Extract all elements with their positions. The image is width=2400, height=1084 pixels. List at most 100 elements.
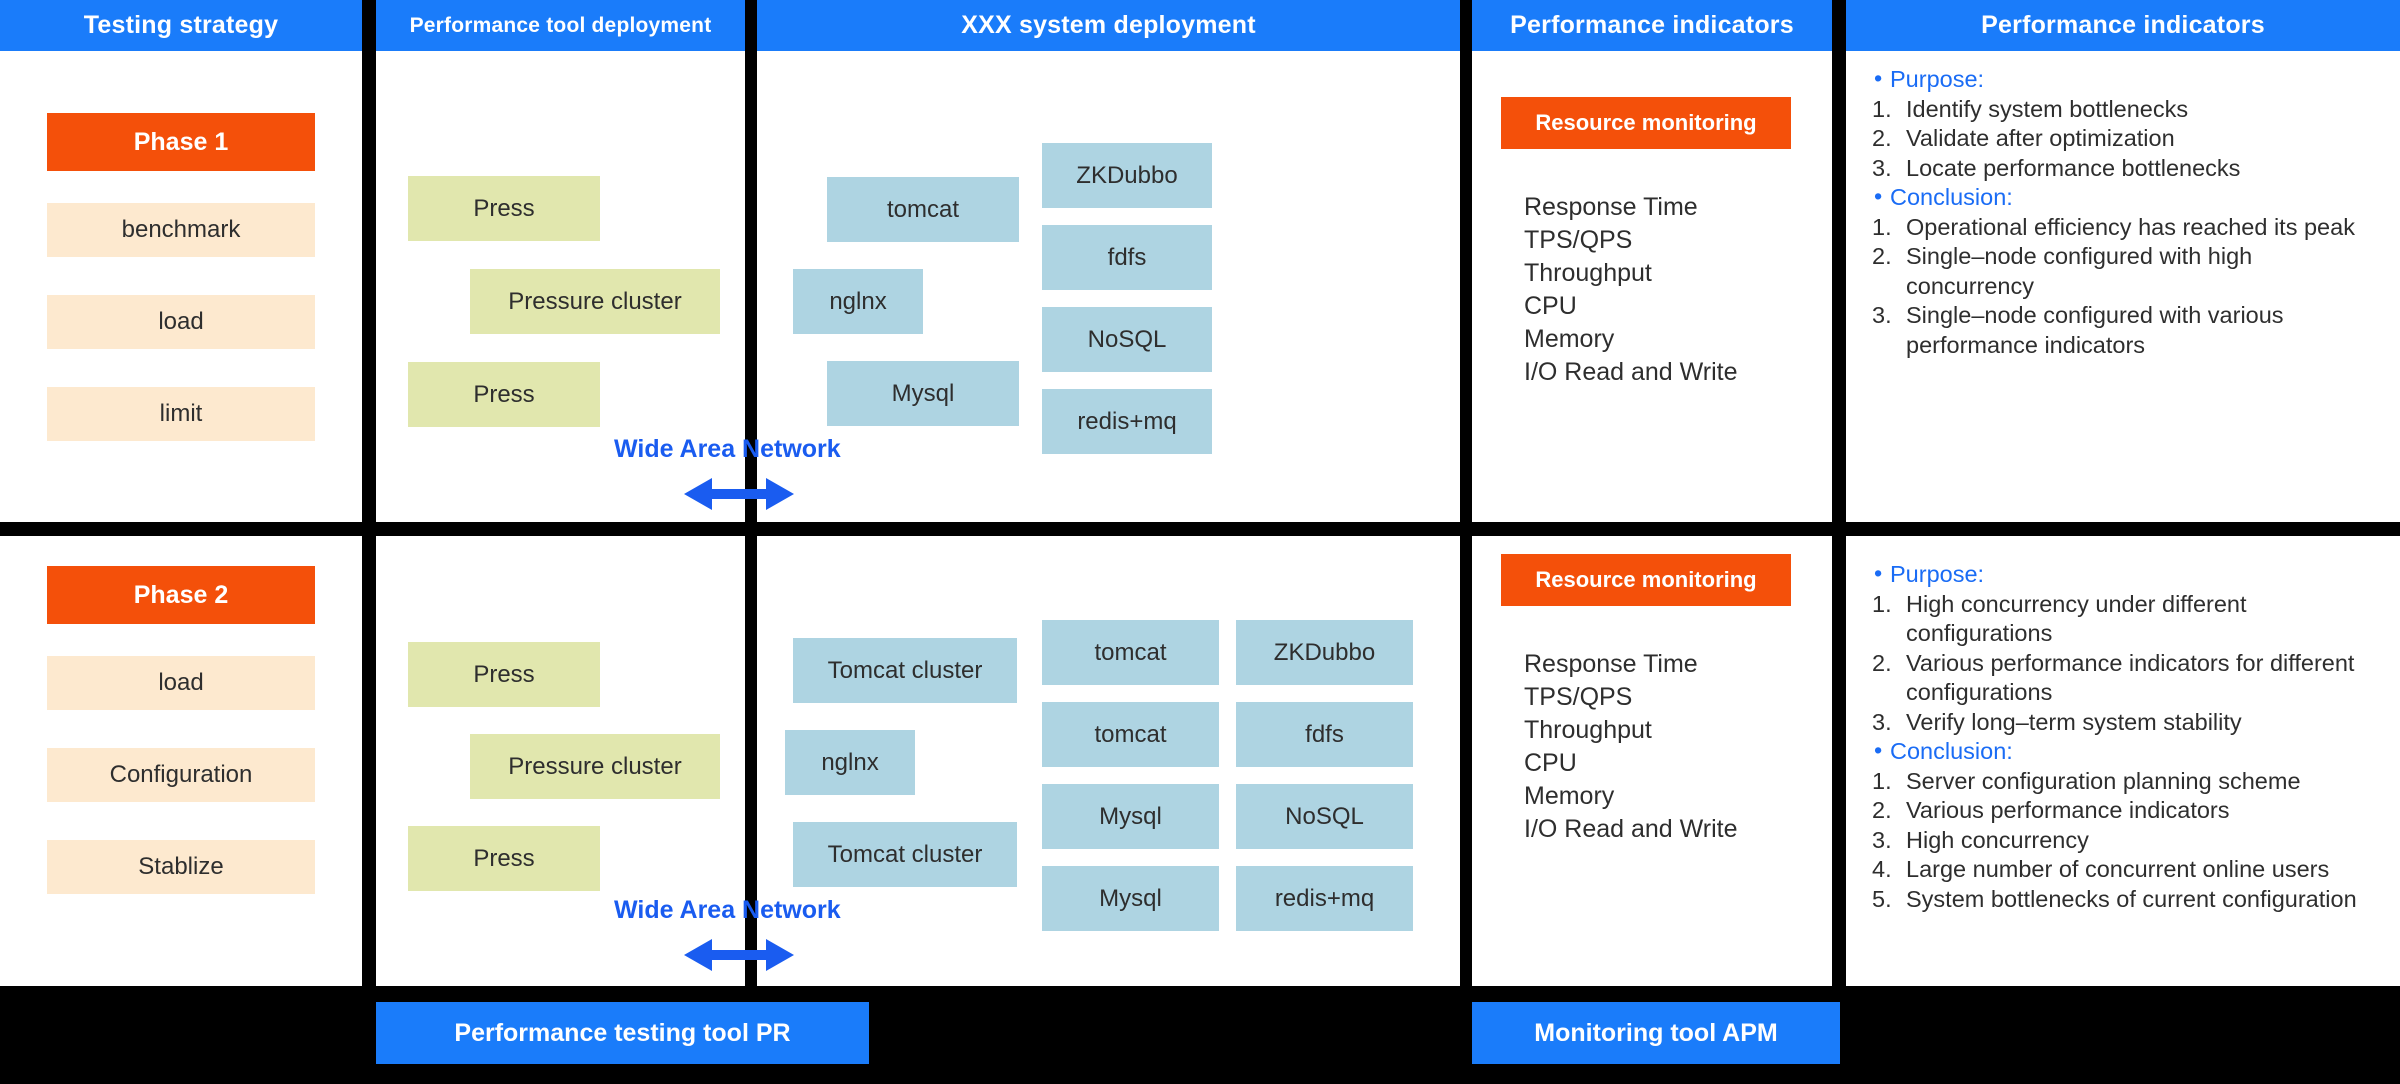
resource-monitoring-chip-2[interactable]: Resource monitoring bbox=[1501, 554, 1791, 606]
panel-indicators-phase2: Resource monitoring Response Time TPS/QP… bbox=[1472, 536, 1832, 986]
sys-box-redismq-2[interactable]: redis+mq bbox=[1236, 866, 1413, 931]
purpose-item-text: Locate performance bottlenecks bbox=[1906, 154, 2241, 181]
purpose-label: Purpose: bbox=[1872, 64, 2382, 95]
sys-box-nglnx-2[interactable]: nglnx bbox=[785, 730, 915, 795]
strategy-item-load[interactable]: load bbox=[47, 295, 315, 349]
sys-box-tomcat-2[interactable]: tomcat bbox=[1042, 620, 1219, 685]
sys-box-tomcat-1[interactable]: tomcat bbox=[827, 177, 1019, 242]
sys-box-fdfs-2[interactable]: fdfs bbox=[1236, 702, 1413, 767]
conclusion-item-text: System bottlenecks of current configurat… bbox=[1906, 885, 2357, 912]
indicator-item: TPS/QPS bbox=[1524, 683, 1633, 711]
wan-arrow-phase2 bbox=[684, 939, 794, 971]
resource-monitoring-chip-1[interactable]: Resource monitoring bbox=[1501, 97, 1791, 149]
sys-box-tomcat-3[interactable]: tomcat bbox=[1042, 702, 1219, 767]
conclusion-item-text: High concurrency bbox=[1906, 826, 2089, 853]
list-number: 1. bbox=[1872, 213, 1892, 240]
panel-header-testing-strategy: Testing strategy bbox=[0, 0, 362, 51]
sys-box-fdfs-1[interactable]: fdfs bbox=[1042, 225, 1212, 290]
panel-body-conclusions-phase1: Purpose: 1. Identify system bottlenecks 2… bbox=[1846, 51, 2400, 522]
panel-body-tool-deployment-phase1: Press Pressure cluster Press bbox=[376, 51, 745, 522]
panel-header-tool-deployment: Performance tool deployment bbox=[376, 0, 745, 51]
strategy-item-configuration[interactable]: Configuration bbox=[47, 748, 315, 802]
phase-label-2[interactable]: Phase 2 bbox=[47, 566, 315, 624]
strategy-item-limit[interactable]: limit bbox=[47, 387, 315, 441]
sys-box-tomcat-cluster-2[interactable]: Tomcat cluster bbox=[793, 822, 1017, 887]
indicator-item: Memory bbox=[1524, 782, 1615, 810]
sys-box-zkdubbo-1[interactable]: ZKDubbo bbox=[1042, 143, 1212, 208]
sys-box-nosql-2[interactable]: NoSQL bbox=[1236, 784, 1413, 849]
sys-box-nosql-1[interactable]: NoSQL bbox=[1042, 307, 1212, 372]
purpose-item-text: Validate after optimization bbox=[1906, 125, 2175, 151]
sys-box-zkdubbo-2[interactable]: ZKDubbo bbox=[1236, 620, 1413, 685]
tool-box-pressure-cluster-2[interactable]: Pressure cluster bbox=[470, 734, 720, 799]
conclusion-item: 1.Operational efficiency has reached its… bbox=[1872, 213, 2382, 243]
panel-body-indicators-phase1: Resource monitoring Response Time TPS/QP… bbox=[1472, 51, 1832, 522]
tool-box-pressure-cluster-1[interactable]: Pressure cluster bbox=[470, 269, 720, 334]
indicator-list-phase2: Response Time TPS/QPS Throughput CPU Mem… bbox=[1524, 648, 1738, 846]
indicator-item: I/O Read and Write bbox=[1524, 358, 1738, 386]
conclusion-block-phase1: Purpose: 1. Identify system bottlenecks 2… bbox=[1872, 64, 2382, 360]
sys-box-mysql-2[interactable]: Mysql bbox=[1042, 784, 1219, 849]
list-number: 4. bbox=[1872, 856, 1892, 882]
panel-body-tool-deployment-phase2: Press Pressure cluster Press bbox=[376, 536, 745, 986]
list-number: 3. bbox=[1872, 708, 1892, 735]
purpose-item: 1. High concurrency under different confi… bbox=[1872, 590, 2392, 649]
list-number: 2. bbox=[1872, 243, 1892, 269]
sys-box-redismq-1[interactable]: redis+mq bbox=[1042, 389, 1212, 454]
list-number: 2. bbox=[1872, 649, 1892, 676]
sys-box-mysql-1[interactable]: Mysql bbox=[827, 361, 1019, 426]
panel-tool-deployment-phase2: Press Pressure cluster Press bbox=[376, 536, 745, 986]
indicator-item: CPU bbox=[1524, 749, 1577, 777]
list-number: 2. bbox=[1872, 125, 1892, 151]
conclusion-item: 3.High concurrency bbox=[1872, 826, 2392, 856]
purpose-label: Purpose: bbox=[1872, 559, 2392, 590]
list-number: 3. bbox=[1872, 154, 1892, 181]
strategy-item-stablize[interactable]: Stablize bbox=[47, 840, 315, 894]
footer-chip-testing-tool-pr[interactable]: Performance testing tool PR bbox=[376, 1002, 869, 1064]
indicator-item: I/O Read and Write bbox=[1524, 815, 1738, 843]
conclusion-block-phase2: Purpose: 1. High concurrency under differ… bbox=[1872, 559, 2392, 914]
tool-box-press-2[interactable]: Press bbox=[408, 362, 600, 427]
panel-header-indicators: Performance indicators bbox=[1472, 0, 1832, 51]
list-number: 1. bbox=[1872, 767, 1892, 794]
tool-box-press-4[interactable]: Press bbox=[408, 826, 600, 891]
list-number: 1. bbox=[1872, 590, 1892, 617]
purpose-item-text: Identify system bottlenecks bbox=[1906, 95, 2189, 122]
tool-box-press-1[interactable]: Press bbox=[408, 176, 600, 241]
conclusion-label: Conclusion: bbox=[1872, 736, 2392, 767]
conclusion-item-text: Single–node configured with various perf… bbox=[1906, 302, 2284, 358]
wan-arrow-phase1 bbox=[684, 478, 794, 510]
indicator-item: Throughput bbox=[1524, 259, 1652, 287]
indicator-item: CPU bbox=[1524, 292, 1577, 320]
list-number: 3. bbox=[1872, 302, 1892, 328]
purpose-item-text: Verify long–term system stability bbox=[1906, 708, 2242, 735]
wan-label-phase1: Wide Area Network bbox=[614, 435, 841, 463]
indicator-item: Response Time bbox=[1524, 650, 1698, 678]
footer-chip-monitoring-tool-apm[interactable]: Monitoring tool APM bbox=[1472, 1002, 1840, 1064]
sys-box-nglnx-1[interactable]: nglnx bbox=[793, 269, 923, 334]
list-number: 1. bbox=[1872, 95, 1892, 122]
phase-label-1[interactable]: Phase 1 bbox=[47, 113, 315, 171]
panel-conclusions-phase1: Performance indicators Purpose: 1. Identi… bbox=[1846, 0, 2400, 522]
panel-header-conclusions: Performance indicators bbox=[1846, 0, 2400, 51]
indicator-list-phase1: Response Time TPS/QPS Throughput CPU Mem… bbox=[1524, 191, 1738, 389]
panel-system-deployment-phase1: XXX system deployment tomcat nglnx Mysql… bbox=[757, 0, 1460, 522]
panel-testing-strategy-phase2: Phase 2 load Configuration Stablize bbox=[0, 536, 362, 986]
sys-box-tomcat-cluster-1[interactable]: Tomcat cluster bbox=[793, 638, 1017, 703]
list-number: 5. bbox=[1872, 885, 1892, 912]
tool-box-press-3[interactable]: Press bbox=[408, 642, 600, 707]
purpose-item: 3. Verify long–term system stability bbox=[1872, 708, 2392, 738]
sys-box-mysql-3[interactable]: Mysql bbox=[1042, 866, 1219, 931]
panel-body-system-deployment-phase1: tomcat nglnx Mysql ZKDubbo fdfs NoSQL re… bbox=[757, 51, 1460, 522]
purpose-item-text: High concurrency under different configu… bbox=[1906, 590, 2247, 647]
panel-conclusions-phase2: Purpose: 1. High concurrency under differ… bbox=[1846, 536, 2400, 986]
strategy-item-load-2[interactable]: load bbox=[47, 656, 315, 710]
panel-testing-strategy-phase1: Testing strategy Phase 1 benchmark load … bbox=[0, 0, 362, 522]
panel-tool-deployment-phase1: Performance tool deployment Press Pressu… bbox=[376, 0, 745, 522]
panel-body-conclusions-phase2: Purpose: 1. High concurrency under differ… bbox=[1846, 536, 2400, 986]
panel-body-system-deployment-phase2: Tomcat cluster nglnx Tomcat cluster tomc… bbox=[757, 536, 1460, 986]
conclusion-label: Conclusion: bbox=[1872, 182, 2382, 213]
panel-header-system-deployment: XXX system deployment bbox=[757, 0, 1460, 51]
strategy-item-benchmark[interactable]: benchmark bbox=[47, 203, 315, 257]
